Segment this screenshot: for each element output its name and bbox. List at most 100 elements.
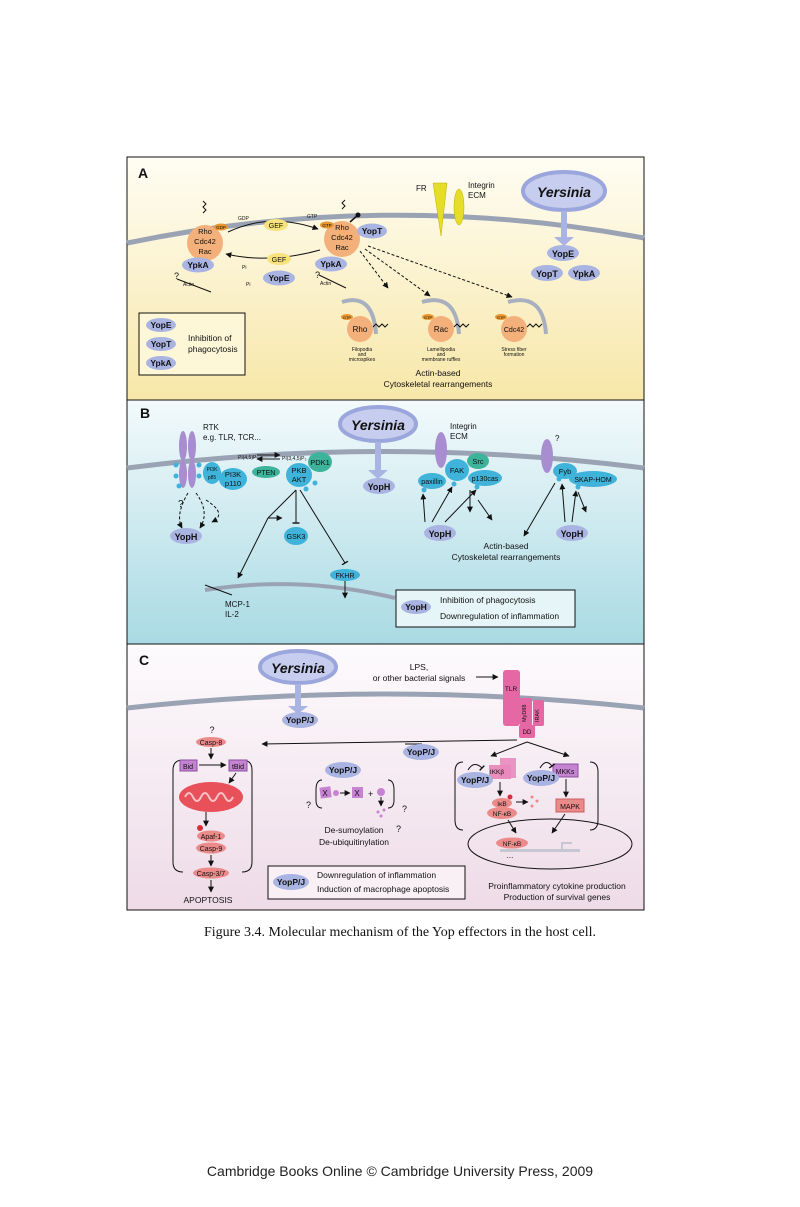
ypka-left-a: YpkA [187, 260, 208, 270]
panel-b-label: B [140, 405, 150, 421]
svg-text:Actin-based: Actin-based [484, 541, 529, 551]
svg-text:ECM: ECM [450, 432, 468, 441]
yoppj-c-mid: YopP/J [407, 747, 435, 757]
ypka-mid-a: YpkA [320, 259, 341, 269]
svg-text:GSK3: GSK3 [287, 534, 306, 541]
svg-text:YopE: YopE [150, 320, 171, 330]
svg-text:p85: p85 [208, 475, 217, 481]
integrin-receptor-b [435, 432, 447, 468]
svg-text:Stress fiber: Stress fiber [501, 347, 527, 353]
svg-text:IKKβ: IKKβ [490, 769, 504, 776]
svg-text:Proinflammatory cytokine produ: Proinflammatory cytokine production [488, 881, 626, 891]
svg-text:PI3K: PI3K [207, 467, 219, 473]
svg-text:?: ? [178, 499, 184, 510]
svg-text:Casp-8: Casp-8 [200, 740, 223, 747]
svg-text:Filopodia: Filopodia [352, 347, 373, 353]
rho-gtp-complex [324, 221, 360, 257]
svg-text:FAK: FAK [450, 466, 464, 475]
svg-text:LPS,: LPS, [410, 662, 428, 672]
svg-text:GDP: GDP [238, 216, 250, 222]
yopt-right-a: YopT [536, 269, 558, 279]
svg-text:+: + [368, 789, 373, 799]
svg-text:Inhibition of: Inhibition of [188, 333, 232, 343]
integrin-label-a: Integrin [468, 181, 495, 190]
svg-text:or other bacterial signals: or other bacterial signals [373, 673, 466, 683]
svg-text:p130cas: p130cas [472, 476, 499, 483]
svg-text:MKKs: MKKs [556, 769, 575, 776]
panel-c-label: C [139, 652, 149, 668]
svg-text:Apaf-1: Apaf-1 [201, 834, 222, 841]
svg-text:AKT: AKT [292, 475, 307, 484]
svg-text:YpkA: YpkA [150, 358, 171, 368]
svg-text:Rac: Rac [335, 243, 349, 252]
svg-text:Rac: Rac [198, 247, 212, 256]
svg-text:FKHR: FKHR [335, 573, 354, 580]
svg-text:Pi: Pi [242, 265, 246, 271]
yoph-b-left: YopH [175, 532, 198, 542]
svg-text:IκB: IκB [497, 801, 506, 808]
svg-text:DD: DD [523, 730, 532, 736]
panel-b-membrane [126, 449, 645, 471]
svg-text:Pi: Pi [246, 282, 250, 288]
svg-text:Downregulation of inflammation: Downregulation of inflammation [440, 611, 559, 621]
svg-text:RTK: RTK [203, 423, 220, 432]
svg-text:De-ubiquitinylation: De-ubiquitinylation [319, 837, 389, 847]
svg-text:GTP: GTP [424, 315, 433, 320]
yopt-a: YopT [362, 226, 383, 236]
rtk-receptor [179, 431, 187, 461]
svg-text:MCP-1: MCP-1 [225, 600, 250, 609]
svg-text:and: and [358, 352, 367, 358]
yersinia-bacterium-c [258, 649, 338, 685]
svg-text:PI(4,5)P₂: PI(4,5)P₂ [238, 455, 258, 461]
svg-text:and: and [437, 352, 446, 358]
gef-top [264, 219, 288, 231]
svg-text:GTP: GTP [322, 223, 331, 228]
svg-text:?: ? [306, 800, 311, 810]
yoph-b-right: YopH [561, 529, 584, 539]
svg-text:X: X [322, 789, 328, 798]
svg-text:Cytoskeletal rearrangements: Cytoskeletal rearrangements [452, 552, 561, 562]
tlr-receptor [503, 670, 520, 726]
svg-text:PTEN: PTEN [257, 470, 276, 477]
svg-text:formation: formation [504, 352, 525, 358]
svg-text:Inhibition of phagocytosis: Inhibition of phagocytosis [440, 595, 535, 605]
svg-text:microspikes: microspikes [349, 357, 376, 363]
svg-text:GTP: GTP [307, 214, 318, 220]
yoph-b-center: YopH [368, 482, 391, 492]
yoppj-c-ikk: YopP/J [461, 775, 489, 785]
svg-text:MAPK: MAPK [560, 804, 580, 811]
svg-text:Integrin: Integrin [450, 422, 477, 431]
svg-text:PKB: PKB [291, 466, 306, 475]
ecm-label-a: ECM [468, 191, 486, 200]
svg-text:GEF: GEF [269, 223, 283, 230]
svg-text:Fyb: Fyb [559, 467, 572, 476]
svg-text:p110: p110 [225, 479, 241, 488]
figure-caption: Figure 3.4. Molecular mechanism of the Y… [203, 925, 597, 940]
svg-text:X: X [354, 789, 360, 798]
svg-text:Rho: Rho [198, 227, 212, 236]
fr-label: FR [416, 184, 427, 193]
svg-text:Cdc42: Cdc42 [194, 237, 216, 246]
svg-text:Bid: Bid [183, 764, 193, 771]
svg-text:e.g. TLR, TCR...: e.g. TLR, TCR... [203, 433, 261, 442]
svg-text:paxillin: paxillin [421, 479, 443, 486]
svg-text:SKAP-HOM: SKAP-HOM [574, 477, 612, 484]
svg-text:GDP: GDP [216, 225, 226, 230]
svg-text:?: ? [555, 434, 560, 443]
svg-text:PI3K: PI3K [225, 470, 241, 479]
panel-a-label: A [138, 165, 148, 181]
panel-a: A Yersinia YopE YopT YpkA FR Integrin EC… [126, 156, 645, 401]
svg-text:GTP: GTP [497, 315, 506, 320]
svg-text:IRAK: IRAK [535, 709, 541, 722]
svg-text:Casp-9: Casp-9 [200, 846, 223, 853]
svg-text:PDK1: PDK1 [310, 458, 330, 467]
svg-text:TLR: TLR [505, 686, 518, 693]
svg-text:phagocytosis: phagocytosis [188, 344, 238, 354]
svg-text:NF-κB: NF-κB [493, 811, 511, 818]
ypka-right-a: YpkA [573, 269, 596, 279]
svg-text:Yersinia: Yersinia [351, 417, 405, 433]
svg-text:?: ? [402, 804, 407, 814]
svg-text:tBid: tBid [232, 764, 244, 771]
svg-text:?: ? [396, 824, 401, 834]
svg-text:Casp-3/7: Casp-3/7 [197, 871, 226, 878]
